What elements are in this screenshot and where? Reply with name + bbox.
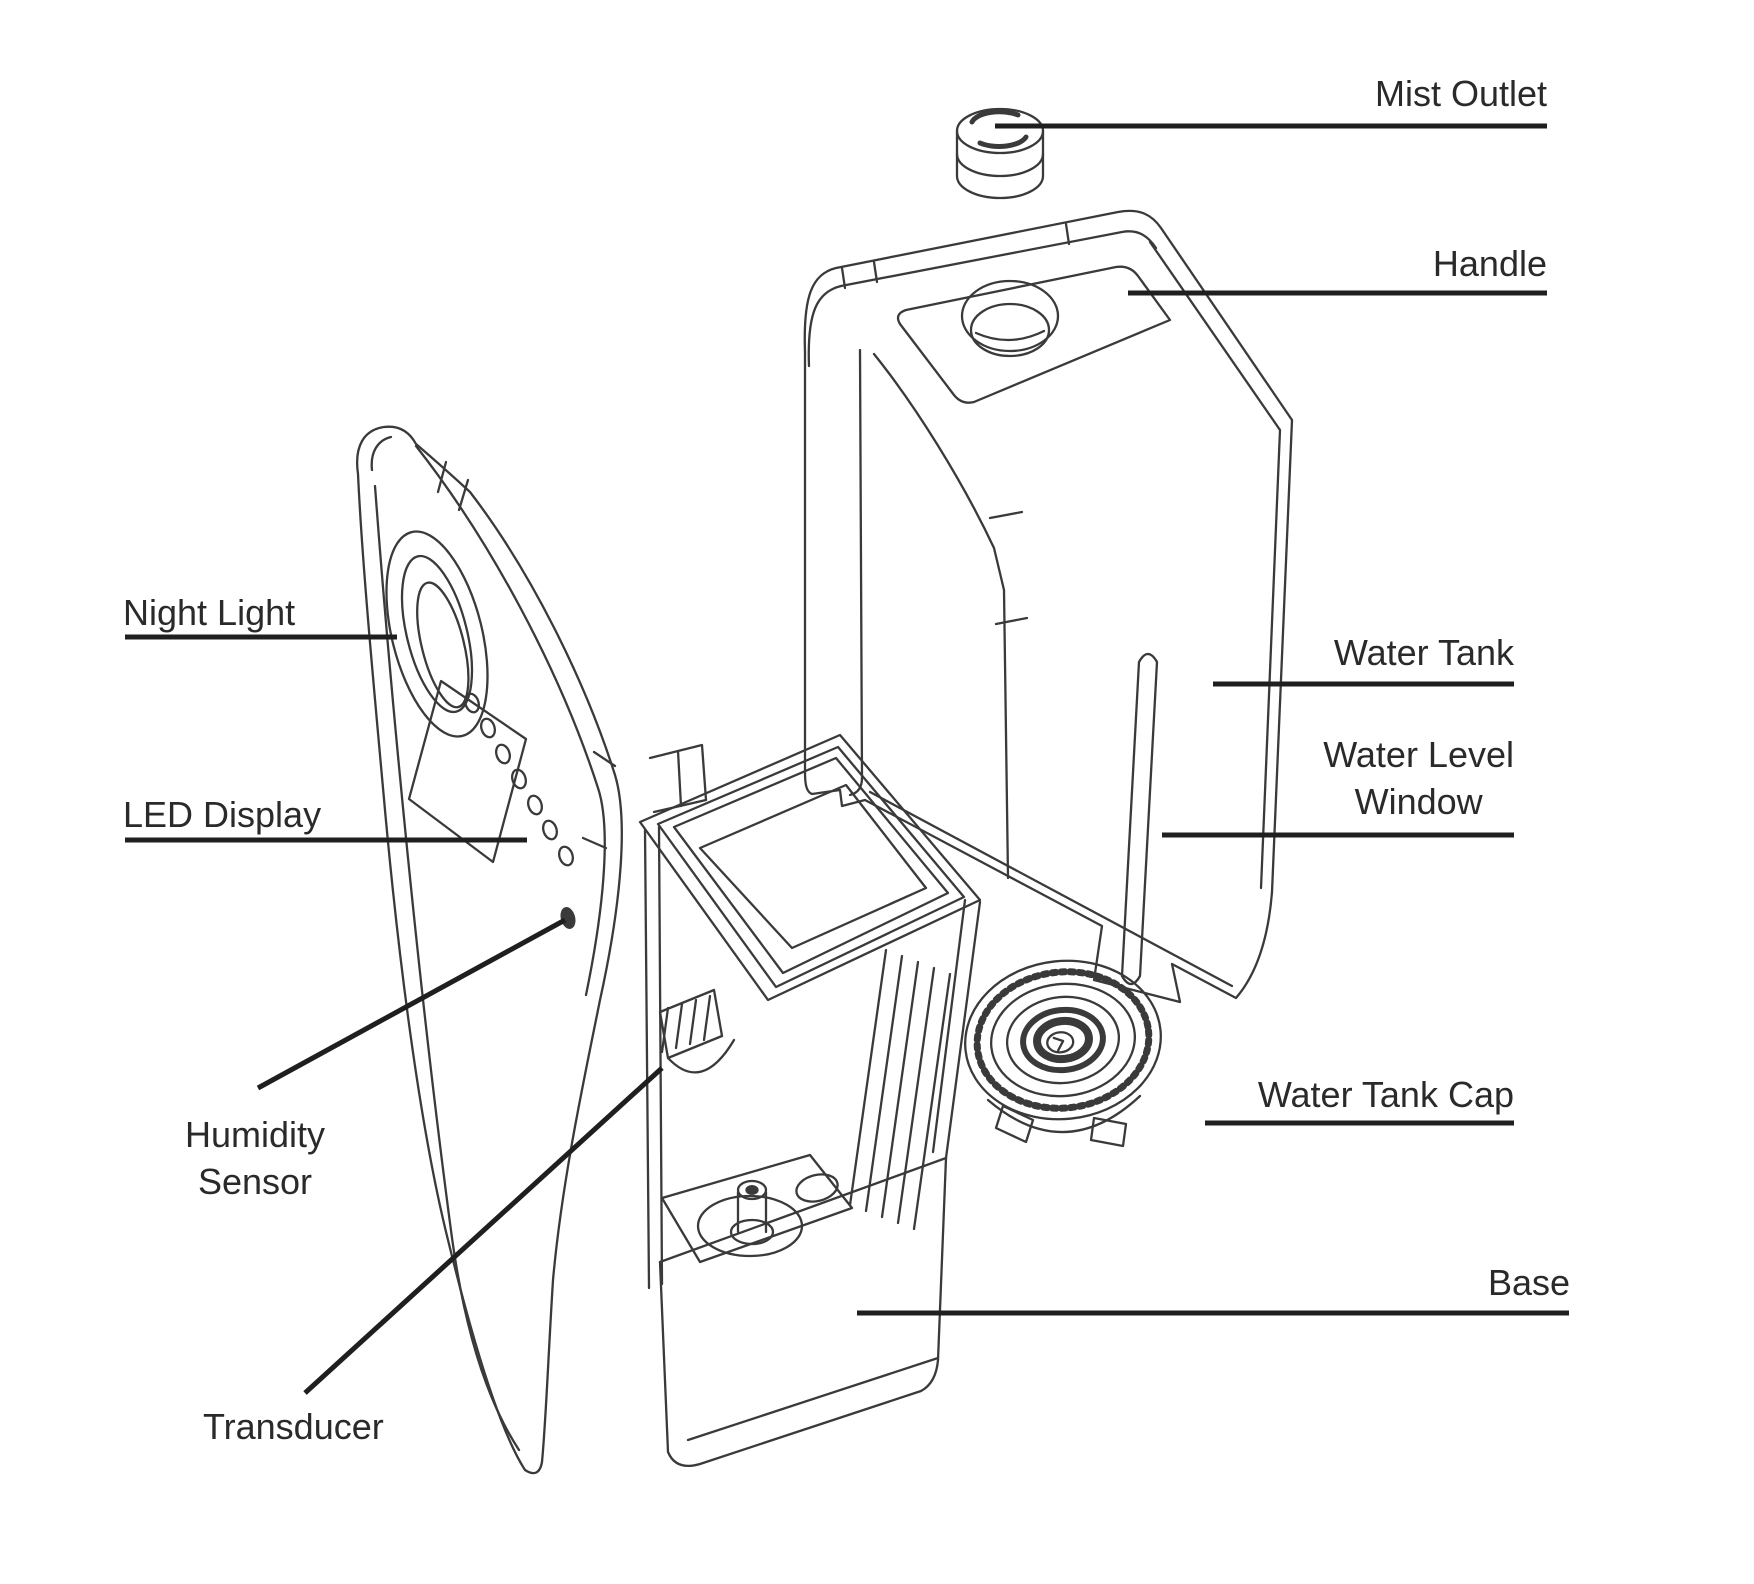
label-base: Base: [1487, 1262, 1570, 1303]
label-water-level-window: Water Level Window: [1323, 731, 1514, 825]
base-drawing: [638, 733, 982, 1468]
leader-line-humidity-sensor: [256, 917, 567, 1091]
led-indicator-holes: [464, 692, 574, 867]
label-water-tank: Water Tank: [1333, 632, 1514, 673]
humidity-sensor-dot: [560, 907, 576, 929]
label-humidity-sensor: Humidity Sensor: [150, 1111, 360, 1205]
led-display-panel: [407, 679, 528, 864]
label-water-level-window-line2: Window: [1354, 781, 1483, 822]
label-night-light: Night Light: [123, 592, 296, 633]
water-tank-cap-drawing: [964, 959, 1162, 1148]
label-transducer: Transducer: [203, 1406, 384, 1447]
mist-outlet-cap-drawing: [955, 107, 1045, 200]
night-light-ring: [385, 530, 489, 738]
label-water-tank-cap: Water Tank Cap: [1257, 1074, 1514, 1115]
label-water-level-window-line1: Water Level: [1323, 734, 1514, 775]
label-humidity-sensor-line1: Humidity: [184, 1114, 326, 1155]
water-tank-drawing: [803, 209, 1294, 1004]
label-humidity-sensor-line2: Sensor: [197, 1161, 313, 1202]
water-level-window-slot: [1120, 652, 1159, 986]
front-panel-drawing: [356, 425, 623, 1475]
leader-line-transducer: [303, 1066, 664, 1395]
label-mist-outlet: Mist Outlet: [1374, 73, 1547, 114]
label-led-display: LED Display: [123, 794, 322, 835]
transducer-housing: [658, 988, 736, 1074]
label-handle: Handle: [1432, 243, 1547, 284]
